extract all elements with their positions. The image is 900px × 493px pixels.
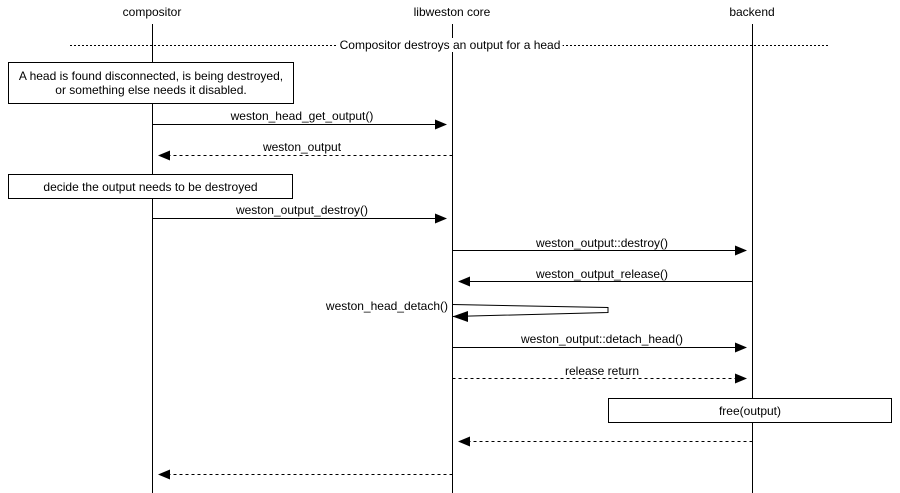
- msg-label-weston-output-destroy-backend: weston_output::destroy(): [532, 236, 672, 250]
- actor-label-compositor: compositor: [122, 5, 182, 19]
- msg-label-release-return: release return: [561, 364, 643, 378]
- actor-label-backend: backend: [729, 5, 775, 19]
- separator-title: Compositor destroys an output for a head: [337, 38, 563, 52]
- msg-label-weston-output-destroy: weston_output_destroy(): [232, 203, 372, 217]
- note-head-disconnected: A head is found disconnected, is being d…: [8, 62, 294, 104]
- arrow-msg-6-self: [452, 304, 609, 322]
- msg-label-weston-head-get-output: weston_head_get_output(): [227, 109, 377, 123]
- msg-label-weston-output-release: weston_output_release(): [532, 267, 672, 281]
- note-decide-destroy: decide the output needs to be destroyed: [8, 174, 293, 199]
- note-free-output: free(output): [608, 398, 892, 423]
- msg-label-weston-head-detach: weston_head_detach(): [322, 299, 451, 313]
- msg-label-weston-output: weston_output: [259, 140, 345, 154]
- actor-label-libweston-core: libweston core: [413, 5, 491, 19]
- msg-label-weston-output-detach-head: weston_output::detach_head(): [517, 332, 687, 346]
